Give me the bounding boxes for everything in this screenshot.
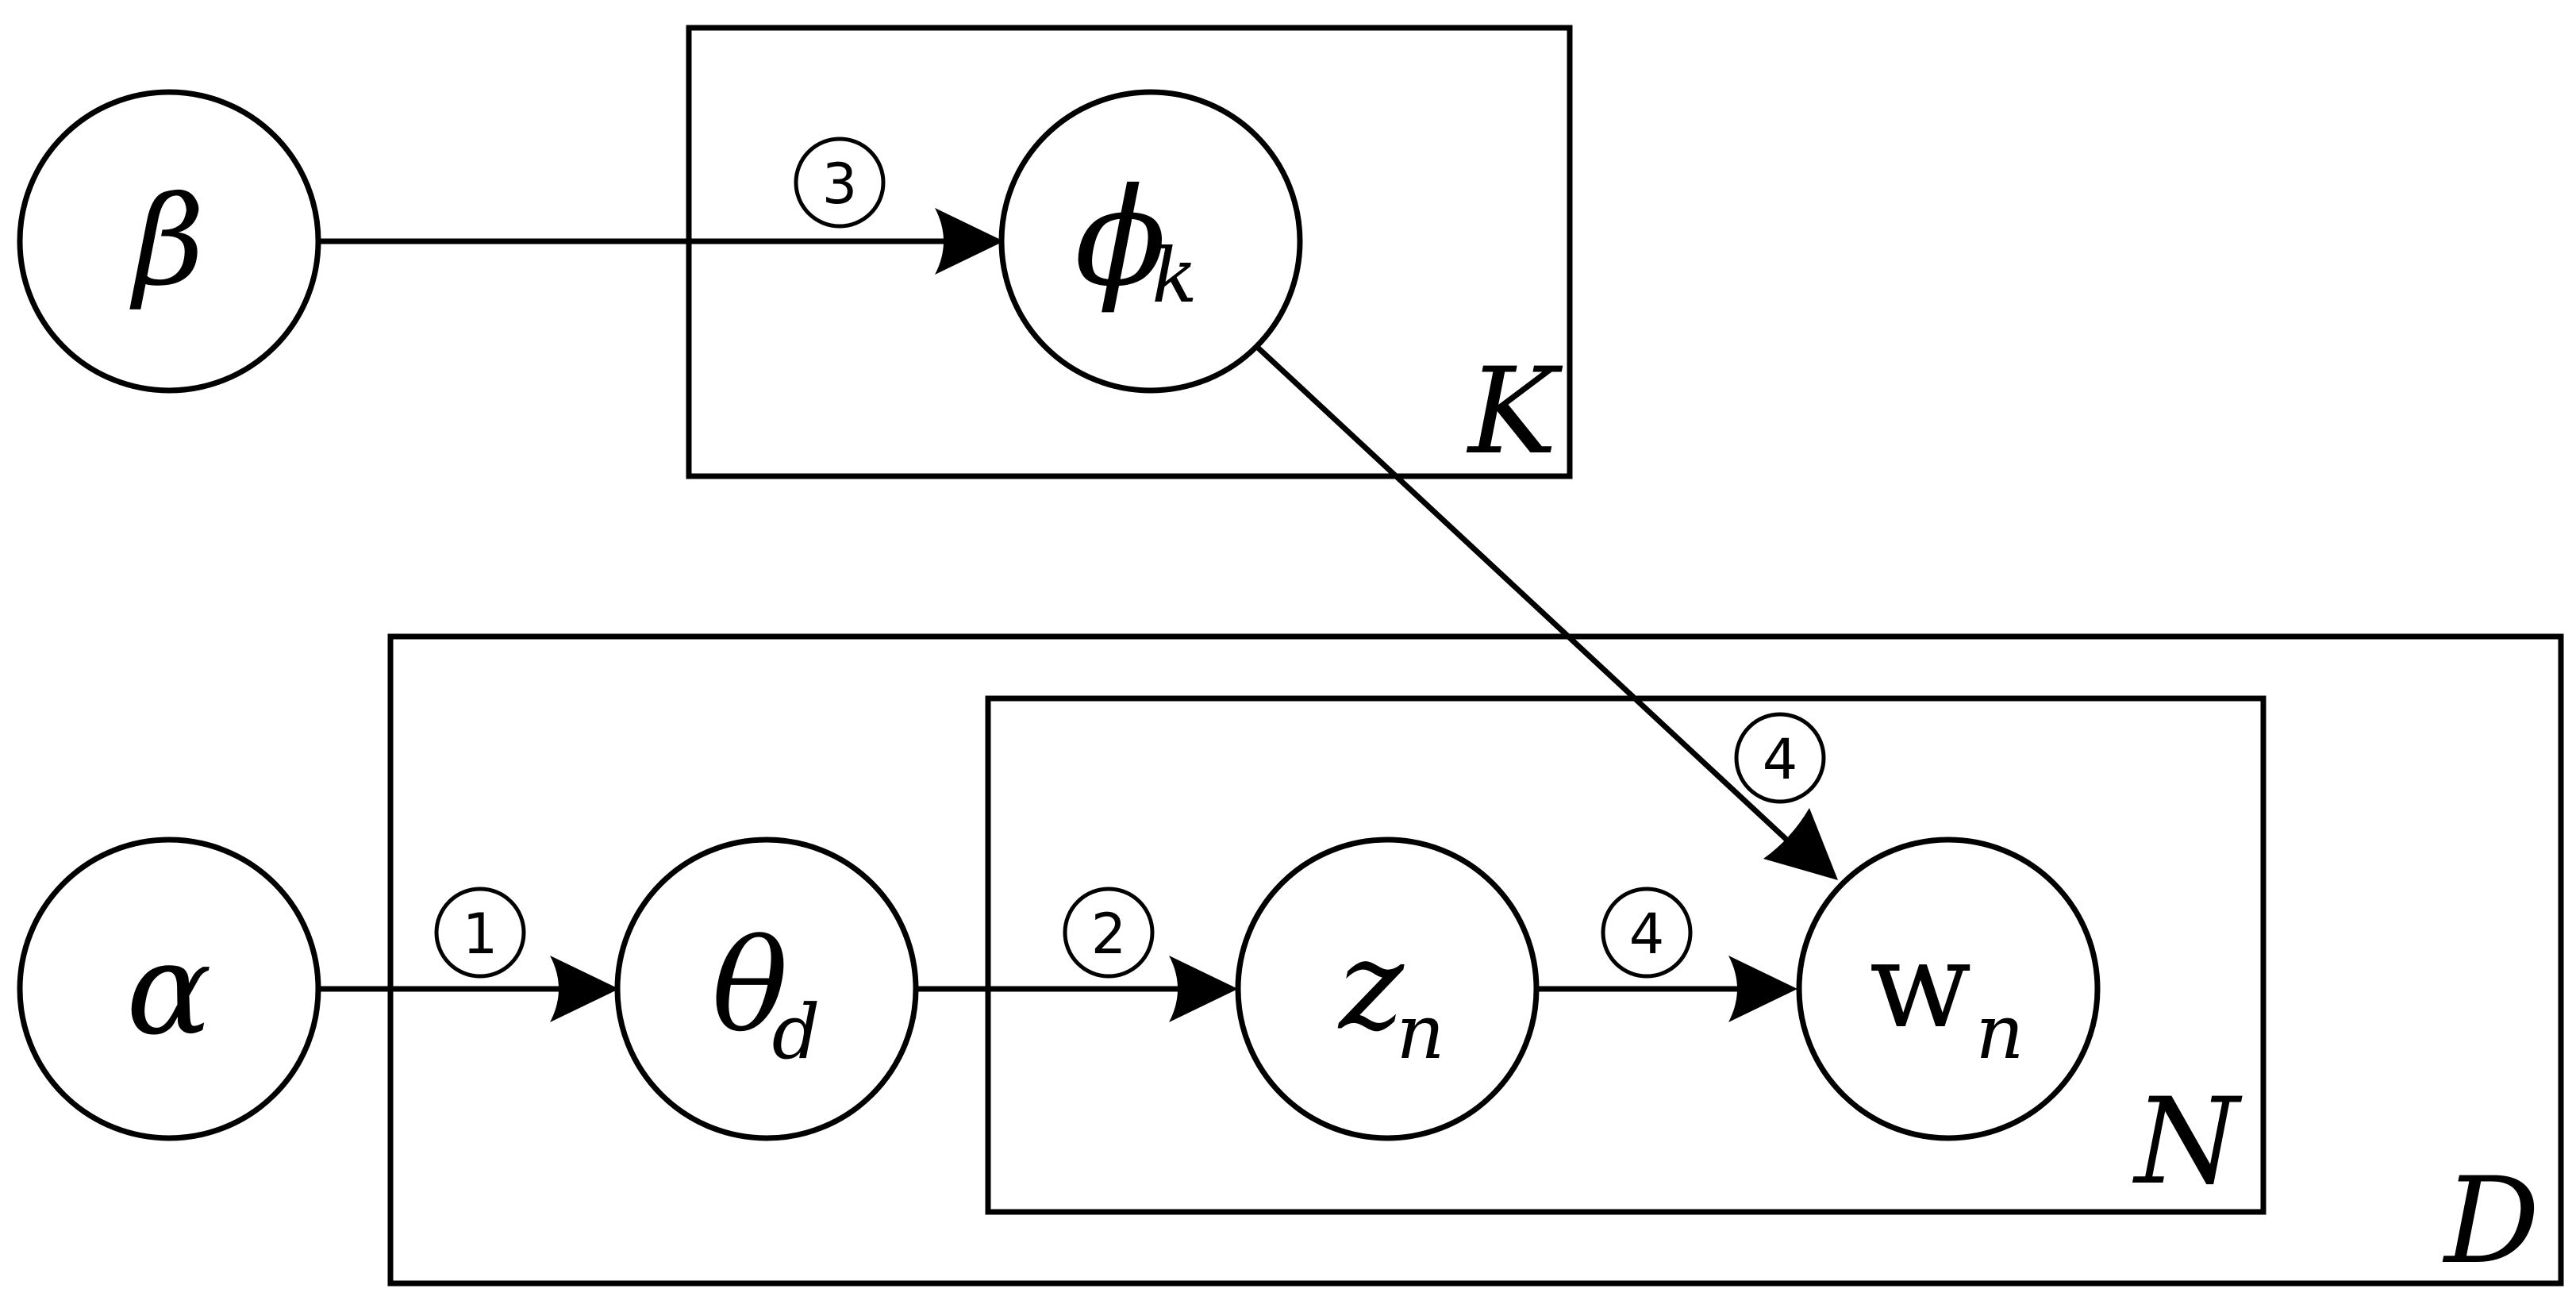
node-w-subscript: n [1975,989,2024,1076]
step-marker-z-w: 4 [1601,887,1693,979]
node-beta-symbol: β [129,170,205,313]
plate-d-label: D [2442,1152,2539,1291]
edge-phi-w [1255,345,1808,860]
step-marker-alpha-theta-label: 1 [463,902,498,967]
arrowhead-theta-z [1169,956,1238,1022]
step-marker-phi-w-label: 4 [1763,727,1798,792]
step-marker-theta-z: 2 [1063,887,1155,979]
step-marker-alpha-theta: 1 [434,887,526,979]
node-z: z n [1235,837,1540,1141]
node-theta: θ d [614,837,919,1141]
node-w-symbol: w [1870,917,1971,1055]
node-alpha-symbol: α [126,915,212,1064]
arrowhead-phi-w [1763,808,1838,880]
node-z-subscript: n [1396,989,1444,1076]
plate-k-label: K [1466,343,1563,481]
arrowhead-beta-phi [935,208,1004,275]
node-theta-symbol: θ [712,912,788,1060]
node-phi-symbol: ϕ [1075,160,1167,317]
plate-d [387,633,2564,1287]
arrowhead-alpha-theta [550,956,619,1022]
node-w: w n [1796,837,2101,1141]
step-marker-beta-phi-label: 3 [822,152,858,217]
plate-n-label: N [2132,1073,2243,1211]
step-marker-z-w-label: 4 [1629,902,1665,967]
node-z-symbol: z [1337,914,1405,1058]
node-alpha: α [17,837,321,1141]
step-marker-beta-phi: 3 [794,137,886,229]
node-phi: ϕ k [998,89,1303,394]
step-marker-phi-w: 4 [1734,712,1826,804]
plate-k [686,25,1573,479]
step-marker-theta-z-label: 2 [1091,902,1127,967]
plate-n [985,695,2266,1215]
node-beta: β [17,89,321,394]
node-phi-subscript: k [1152,233,1198,320]
node-theta-subscript: d [772,989,821,1076]
arrowhead-z-w [1728,956,1797,1022]
